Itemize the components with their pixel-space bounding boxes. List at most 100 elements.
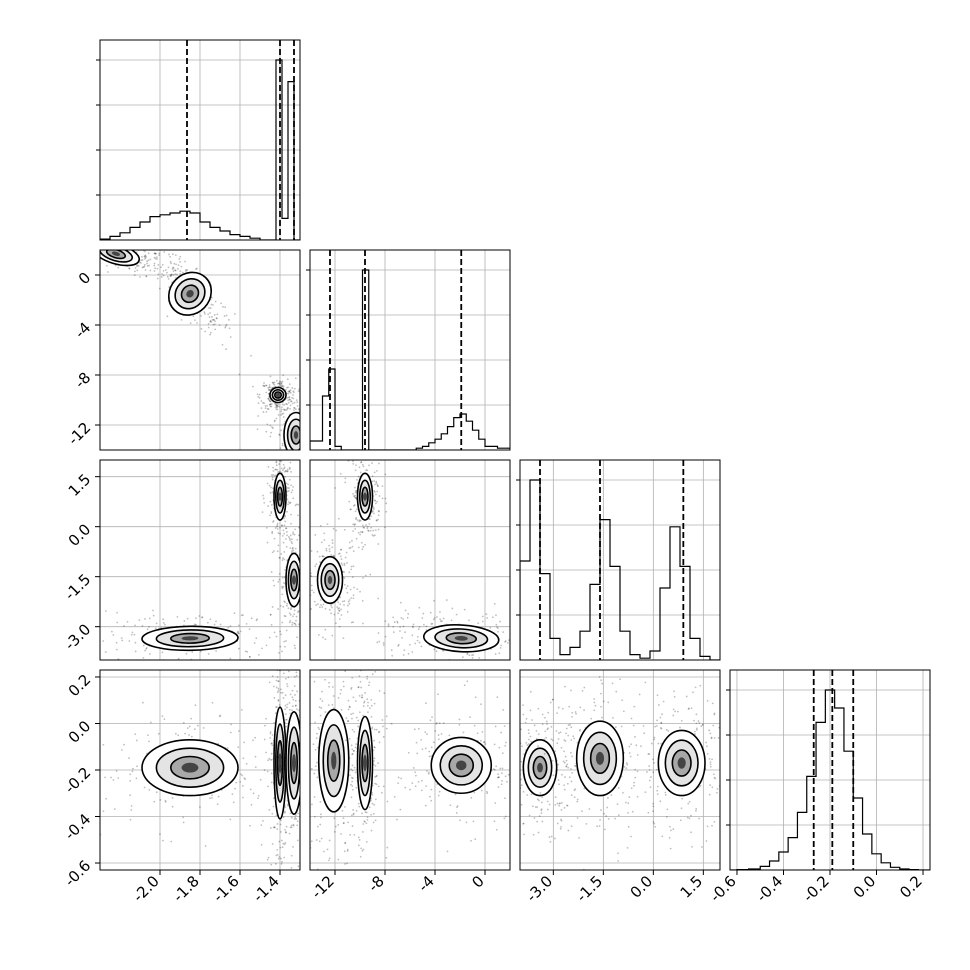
scatter-point [504,775,507,778]
scatter-point [344,670,347,673]
scatter-point [250,803,253,806]
scatter-point [276,562,278,564]
scatter-point [84,227,86,229]
scatter-point [292,464,294,466]
scatter-point [180,318,183,321]
scatter-point [493,768,496,771]
scatter-point [473,724,476,727]
scatter-point [280,819,282,822]
scatter-point [528,814,531,817]
scatter-point [622,791,624,794]
scatter-point [284,390,287,393]
scatter-point [305,438,307,440]
scatter-point [687,707,690,710]
scatter-point [486,792,489,795]
scatter-point [288,390,291,393]
scatter-point [288,824,290,826]
scatter-point [598,676,601,678]
scatter-point [496,776,499,779]
scatter-point [284,520,287,523]
scatter-point [23,217,25,219]
scatter-point [268,384,271,386]
scatter-point [701,723,704,726]
scatter-point [583,686,586,689]
scatter-point [290,400,292,403]
scatter-point [355,786,358,789]
scatter-point [661,835,664,838]
scatter-point [229,336,232,338]
scatter-point [272,474,275,476]
scatter-point [495,614,497,617]
scatter-point [307,445,309,447]
scatter-point [656,785,659,788]
scatter-point [513,636,515,638]
scatter-point [162,274,165,277]
scatter-point [365,841,368,843]
scatter-point [153,252,156,255]
panel-frame [309,669,511,871]
scatter-point [237,746,240,749]
scatter-point [515,774,517,776]
scatter-point [571,755,573,758]
scatter-point [115,641,118,644]
scatter-point [291,402,294,405]
scatter-point [500,783,503,786]
scatter-point [415,741,418,744]
scatter-point [237,730,240,732]
x-tick-label: -1.8 [169,872,202,905]
scatter-point [265,384,268,387]
scatter-point [237,647,240,650]
scatter-point [258,397,261,399]
scatter-point [353,833,356,836]
scatter-point [417,781,420,783]
scatter-point [282,775,285,778]
scatter-point [303,555,305,557]
scatter-point [354,469,357,472]
scatter-point [442,722,445,724]
scatter-point [555,770,558,773]
scatter-point [426,733,428,736]
scatter-point [352,809,355,811]
scatter-point [322,555,325,558]
scatter-point [286,685,289,688]
scatter-point [374,798,377,801]
scatter-point [313,815,316,818]
scatter-point [530,793,533,796]
scatter-point [117,242,119,244]
scatter-point [273,826,276,829]
scatter-point [288,398,291,401]
scatter-point [173,262,176,265]
scatter-point [288,621,291,624]
scatter-point [377,514,380,517]
scatter-point [91,243,93,245]
scatter-point [184,260,186,263]
scatter-point [498,746,501,749]
scatter-point [281,380,284,383]
scatter-point [301,741,303,743]
scatter-point [404,609,407,612]
scatter-point [346,862,348,865]
scatter-point [58,243,60,245]
scatter-point [346,610,349,613]
scatter-point [713,820,716,823]
scatter-point [378,689,381,692]
scatter-point [304,741,306,743]
scatter-point [310,455,312,457]
scatter-point [121,639,124,642]
scatter-point [313,439,315,441]
scatter-point [276,691,279,694]
scatter-point [286,510,288,513]
scatter-point [489,627,492,629]
scatter-point [559,731,562,734]
scatter-point [551,739,554,742]
scatter-point [520,784,523,787]
scatter-point [630,787,633,790]
scatter-point [273,697,276,699]
panel-frame [309,459,511,661]
scatter-point [334,825,337,828]
scatter-point [552,774,555,777]
scatter-point [647,753,650,755]
scatter-point [633,705,636,708]
scatter-point [282,394,285,396]
scatter-point [343,583,346,586]
